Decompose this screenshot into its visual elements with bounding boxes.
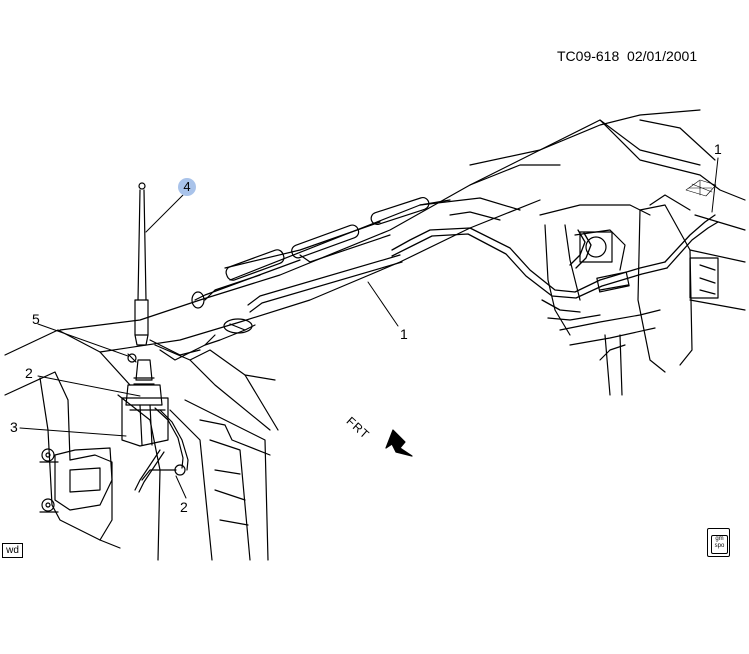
- callout-2-antenna-cable: 2: [180, 499, 188, 515]
- callout-1-harness-center: 1: [400, 326, 408, 342]
- diagram-reference: TC09-618 02/01/2001: [557, 48, 697, 64]
- gm-spo-logo-mark: gm spo: [711, 535, 728, 554]
- logo-line-gm: gm: [715, 536, 724, 542]
- harness-connector: [596, 271, 630, 293]
- dash-structure: [539, 119, 746, 396]
- door-hinge: [39, 447, 113, 513]
- diagram-date: 02/01/2001: [627, 48, 698, 64]
- gm-spo-logo: gm spo: [707, 528, 730, 557]
- callout-4-antenna-mast: 4: [178, 178, 196, 196]
- antenna-base-assembly: [121, 324, 256, 447]
- wiring-harness: [391, 214, 719, 321]
- cowl-hardware: [191, 196, 430, 334]
- callout-1-harness-right: 1: [714, 141, 722, 157]
- diagram-code: TC09-618: [557, 48, 620, 64]
- wd-badge: wd: [2, 543, 23, 558]
- antenna-cable: [134, 407, 189, 493]
- leader-lines: [19, 157, 719, 499]
- front-direction-arrow: [385, 429, 413, 457]
- callout-3-antenna-bracket: 3: [10, 419, 18, 435]
- grille-mesh: [685, 179, 717, 197]
- callout-2-antenna-base: 2: [25, 365, 33, 381]
- callout-5-antenna-nut: 5: [32, 311, 40, 327]
- antenna-mast: [134, 182, 149, 346]
- fender-panel: [4, 329, 271, 561]
- logo-line-spo: spo: [714, 543, 725, 549]
- cowl-panel: [59, 109, 701, 431]
